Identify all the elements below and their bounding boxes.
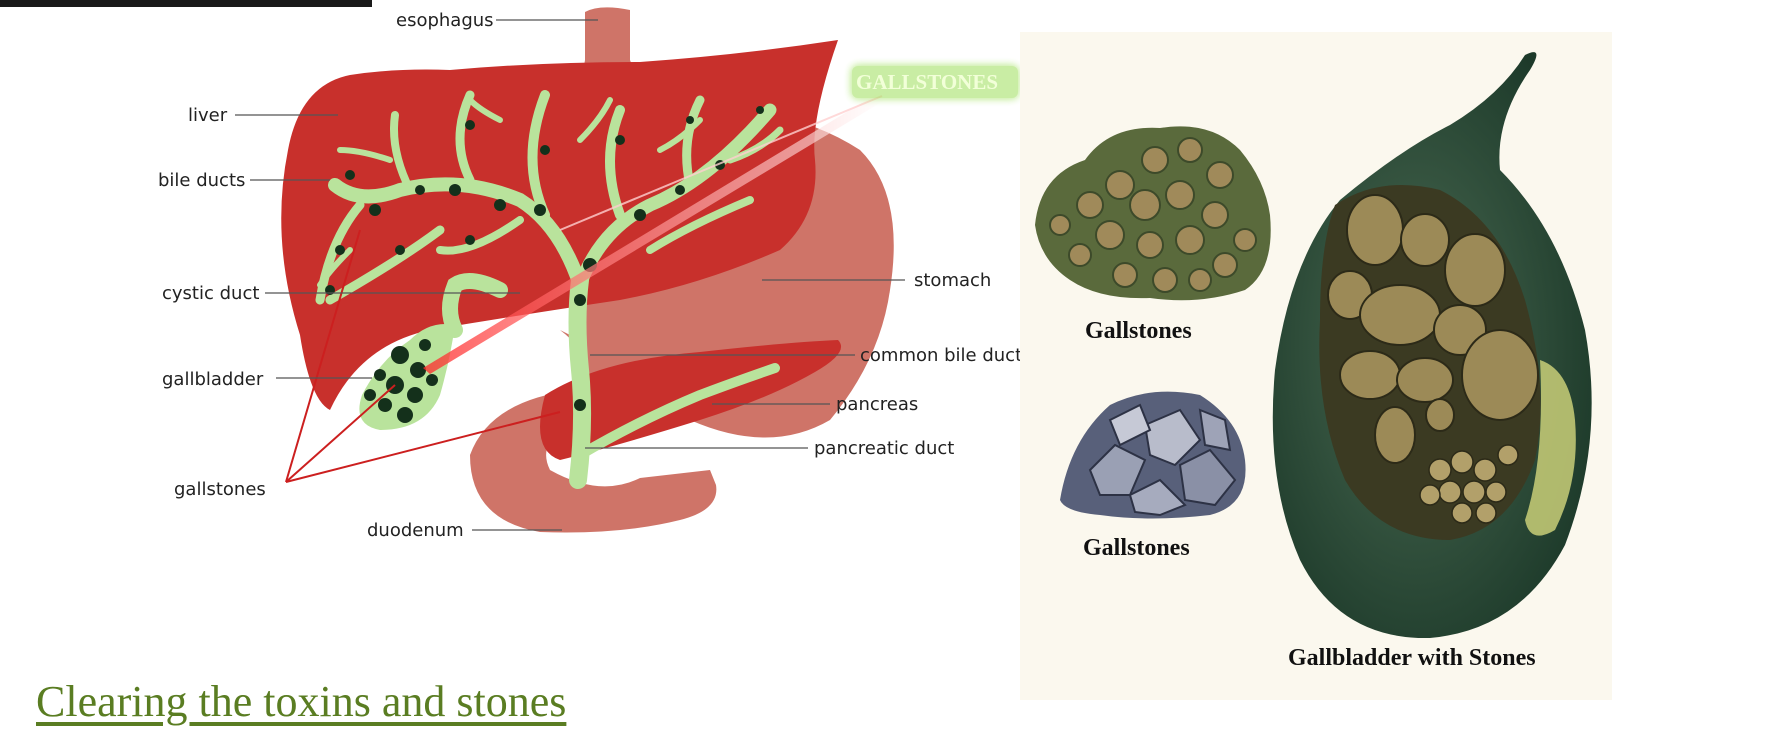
gallstones-pointer-lines [285, 92, 885, 483]
stone-cluster-top [1035, 126, 1271, 301]
bile-duct-tree [315, 90, 784, 489]
clearing-toxins-link[interactable]: Clearing the toxins and stones [36, 677, 567, 726]
label-stomach: stomach [914, 270, 991, 291]
label-common-bile-duct: common bile duct [860, 345, 1022, 366]
gallbladder-illustration [1272, 52, 1592, 639]
label-duodenum: duodenum [367, 520, 464, 541]
label-bile-ducts: bile ducts [158, 170, 245, 191]
label-gallstones: gallstones [174, 479, 266, 500]
illustration-plate: Gallstones Gallstones [1020, 32, 1612, 700]
label-esophagus: esophagus [396, 10, 494, 31]
callout-text: GALLSTONES [856, 70, 998, 94]
caption-gallstones-top: Gallstones [1085, 318, 1192, 344]
leader-lines [235, 19, 905, 531]
caption-gallbladder-with-stones: Gallbladder with Stones [1288, 645, 1536, 671]
label-pancreatic-duct: pancreatic duct [814, 438, 954, 459]
stone-cluster-bottom [1060, 391, 1246, 519]
top-bar [0, 0, 372, 7]
caption-gallstones-bottom: Gallstones [1083, 535, 1190, 561]
label-gallbladder: gallbladder [162, 369, 264, 390]
label-pancreas: pancreas [836, 394, 918, 415]
label-cystic-duct: cystic duct [162, 283, 259, 304]
liver [281, 40, 838, 410]
duodenum [470, 330, 717, 533]
label-liver: liver [188, 105, 228, 126]
gallstones-callout: GALLSTONES [852, 66, 1018, 98]
esophagus [585, 7, 630, 75]
